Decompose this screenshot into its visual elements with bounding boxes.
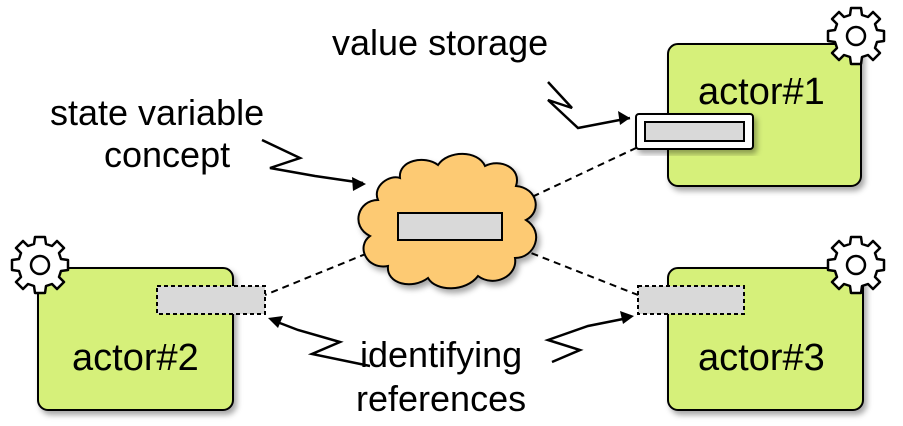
actor-3-label: actor#3 xyxy=(698,337,825,379)
state-variable-label-line2: concept xyxy=(104,134,231,175)
actor-1-gear-icon xyxy=(826,6,886,66)
value-storage-label: value storage xyxy=(332,22,549,63)
concept-arrow xyxy=(261,138,364,185)
actor-2-label: actor#2 xyxy=(72,337,199,379)
state-variable-label-line1: state variable xyxy=(50,92,265,133)
actor-1-label: actor#1 xyxy=(698,71,825,113)
value-storage-arrow xyxy=(547,81,631,130)
actor-3-gear-icon xyxy=(826,235,886,295)
reference-slot-actor-3 xyxy=(637,285,745,315)
value-storage-slot xyxy=(635,113,754,150)
reference-arrow-right xyxy=(544,316,629,364)
reference-slot-actor-2 xyxy=(156,285,266,315)
reference-arrow-left xyxy=(271,318,371,368)
concept-slot xyxy=(397,212,503,241)
identifying-label-line2: references xyxy=(356,378,527,419)
pointer-arrows xyxy=(261,81,634,368)
identifying-label-line1: identifying xyxy=(360,334,523,375)
actor-2-gear-icon xyxy=(10,235,70,295)
